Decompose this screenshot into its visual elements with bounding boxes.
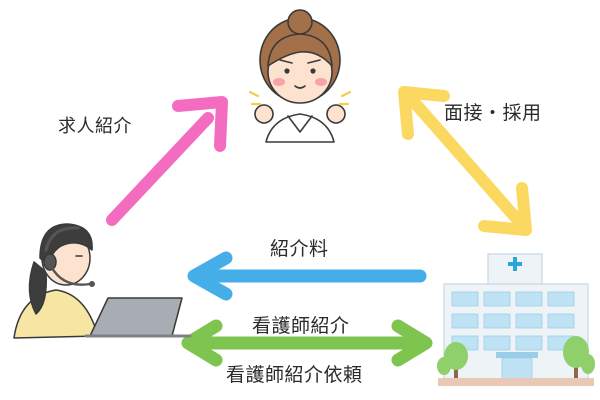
nurse-illustration: [248, 9, 352, 143]
tree-left: [437, 342, 468, 380]
job-introduction-label: 求人紹介: [58, 116, 132, 137]
referral-fee-label: 紹介料: [270, 238, 329, 260]
tree-right: [563, 336, 595, 380]
interview-hiring-label: 面接・採用: [444, 102, 542, 124]
referral-fee-arrow: [187, 251, 427, 301]
job-introduction-arrow: [106, 96, 228, 226]
operator-with-headset-illustration: [13, 223, 192, 339]
nurse-introduction-request-label: 看護師紹介依頼: [226, 364, 363, 386]
hospital-building-illustration: [437, 253, 595, 386]
nurse-introduction-arrow: [181, 319, 433, 367]
interview-hiring-arrow: [398, 86, 532, 236]
nurse-introduction-label: 看護師紹介: [252, 315, 350, 337]
